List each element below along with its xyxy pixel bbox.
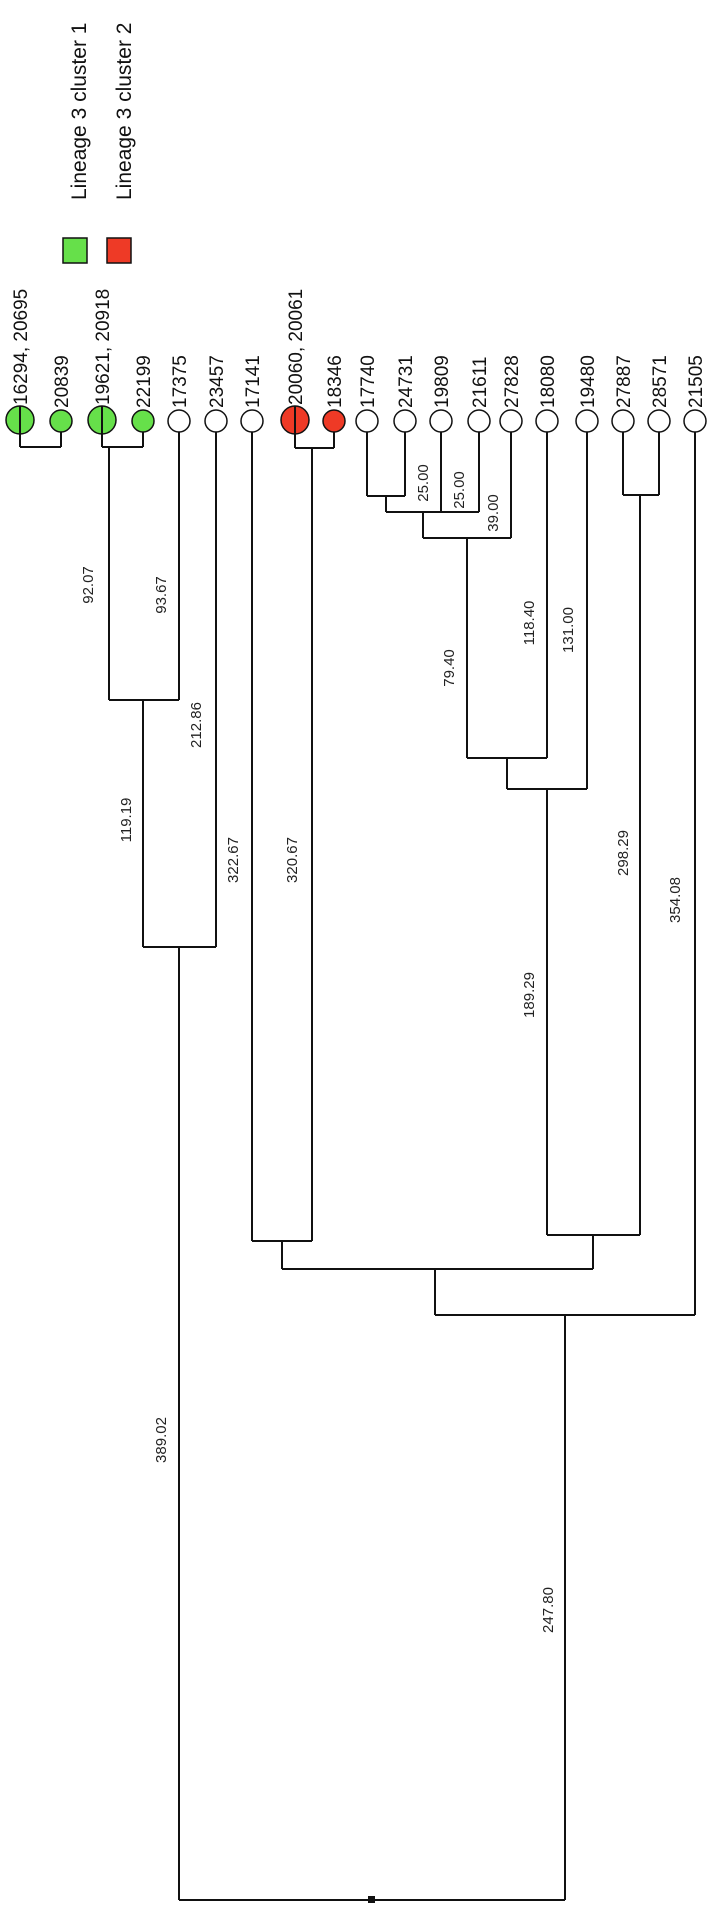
leaf-label: 22199 [134, 355, 155, 408]
branch-length-label: 354.08 [667, 877, 684, 923]
branch-length-label: 118.40 [521, 601, 538, 646]
leaf-node [467, 409, 491, 433]
root-marker [368, 1896, 375, 1903]
leaf-label: 27887 [614, 355, 635, 408]
branch-length-label: 25.00 [451, 471, 468, 509]
leaf-label: 19809 [432, 355, 453, 408]
leaf-label: 20839 [52, 355, 73, 408]
leaf-label: 18080 [538, 355, 559, 408]
leaf-node [204, 409, 228, 433]
leaf-label: 23457 [207, 355, 228, 408]
branch-length-label: 298.29 [615, 830, 632, 876]
branch-length-label: 247.80 [540, 1587, 557, 1633]
branch-length-label: 79.40 [441, 649, 458, 687]
legend-label-cluster-1: Lineage 3 cluster 1 [68, 23, 91, 200]
branch-length-labels: 92.07 93.67 212.86 119.19 322.67 320.67 … [80, 464, 684, 1633]
leaf-node [393, 409, 417, 433]
leaf-label: 20060, 20061 [286, 289, 307, 405]
branch-length-label: 119.19 [118, 798, 135, 843]
legend-swatch-cluster-2 [106, 237, 132, 264]
legend-label-cluster-2: Lineage 3 cluster 2 [113, 23, 136, 200]
leaf-label: 17141 [243, 355, 264, 408]
leaf-label: 21505 [686, 355, 707, 408]
leaf-node [355, 409, 379, 433]
leaf-node [499, 409, 523, 433]
legend: Lineage 3 cluster 1 Lineage 3 cluster 2 [62, 23, 136, 264]
branch-length-label: 189.29 [521, 972, 538, 1018]
leaf-node [575, 409, 599, 433]
branch-length-label: 25.00 [415, 464, 432, 502]
leaf-label: 16294, 20695 [11, 289, 32, 405]
branch-length-label: 39.00 [485, 494, 502, 532]
branch-length-label: 320.67 [284, 837, 301, 883]
branch-length-label: 389.02 [153, 1417, 170, 1463]
tree-branches [19, 432, 696, 1903]
leaf-label: 17740 [358, 355, 379, 408]
leaf-node [647, 409, 671, 433]
leaf-node [611, 409, 635, 433]
legend-swatch-cluster-1 [62, 237, 88, 264]
leaf-label: 18346 [325, 355, 346, 408]
leaf-node [683, 409, 707, 433]
branch-length-label: 212.86 [188, 702, 205, 748]
leaf-nodes: 16294, 20695 20839 19621, 20918 22199 17375 2… [5, 289, 707, 435]
leaf-node [49, 409, 73, 433]
leaf-label: 27828 [502, 355, 523, 408]
leaf-node [131, 409, 155, 433]
leaf-node [167, 409, 191, 433]
branch-length-label: 322.67 [225, 837, 242, 883]
leaf-label: 19480 [578, 355, 599, 408]
branch-length-label: 92.07 [80, 566, 97, 604]
branch-length-label: 131.00 [560, 607, 577, 653]
leaf-label: 19621, 20918 [93, 289, 114, 405]
leaf-label: 21611 [470, 357, 491, 408]
leaf-label: 24731 [396, 355, 417, 408]
leaf-label: 28571 [650, 355, 671, 408]
leaf-node [429, 409, 453, 433]
branch-length-label: 93.67 [153, 576, 170, 614]
leaf-node [240, 409, 264, 433]
leaf-label: 17375 [170, 355, 191, 408]
leaf-node [322, 409, 346, 433]
leaf-node [535, 409, 559, 433]
